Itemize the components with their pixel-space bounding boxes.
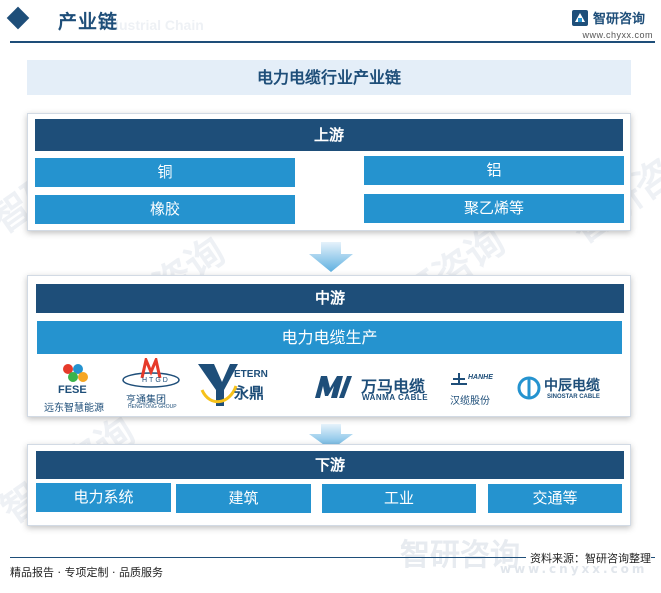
upstream-item: 橡胶: [35, 195, 295, 224]
downstream-item: 工业: [322, 484, 476, 513]
header-diamond-icon: [6, 6, 30, 30]
diagram-title: 电力电缆行业产业链: [27, 60, 631, 95]
upstream-item: 铝: [364, 156, 624, 185]
company-logo-sinostar: 中辰 中辰电缆 SINOSTAR CABLE: [517, 374, 617, 404]
brand-url: www.chyxx.com: [582, 30, 653, 40]
watermark-text: 智研咨询: [400, 538, 520, 573]
hengtong-mark: HTGD: [142, 377, 170, 384]
upstream-item: 铜: [35, 158, 295, 187]
sinostar-name: 中辰电缆: [544, 375, 600, 395]
upstream-item: 聚乙烯等: [364, 194, 624, 223]
downstream-header: 下游: [36, 451, 624, 479]
hengtong-name-en: HENGTONG GROUP: [128, 404, 177, 410]
eterne-name: 永鼎: [234, 384, 265, 402]
page-title: 产业链: [58, 11, 119, 33]
hanhe-name: 汉缆股份: [450, 396, 490, 407]
downstream-section: 下游 电力系统 建筑 工业 交通等: [27, 444, 631, 526]
sinostar-mark-icon: [517, 376, 541, 400]
company-logo-eterne: ETERN 永鼎: [196, 360, 274, 412]
midstream-header: 中游: [36, 284, 624, 313]
wanma-mark-icon: [315, 376, 352, 398]
company-logo-wanma: 万马电缆 WANMA CABLE: [313, 372, 438, 404]
down-arrow-icon: [309, 242, 353, 272]
upstream-header: 上游: [35, 119, 623, 151]
midstream-product: 电力电缆生产: [37, 321, 622, 354]
eterne-mark: ETERN: [234, 369, 268, 380]
hanhe-mark: HANHE: [468, 374, 493, 381]
fese-mark-icon: [63, 364, 88, 382]
downstream-item: 电力系统: [36, 483, 171, 512]
fese-name: 远东智慧能源: [44, 403, 104, 414]
header-ghost-text: Industrial Chain: [98, 17, 204, 33]
eterne-mark-icon: [198, 364, 238, 406]
downstream-item: 交通等: [488, 484, 622, 513]
brand-logo: 智研咨询 www.chyxx.com: [571, 8, 653, 42]
sinostar-name-en: SINOSTAR CABLE: [547, 394, 600, 400]
hanhe-mark-icon: [451, 373, 467, 385]
wanma-name-en: WANMA CABLE: [362, 393, 429, 402]
footer-divider: [10, 557, 655, 558]
source-note: 资料来源：智研咨询整理: [526, 550, 651, 566]
brand-name: 智研咨询: [593, 12, 646, 27]
wanma-name: 万马电缆: [361, 377, 426, 396]
footer-slogan: 精品报告 · 专项定制 · 品质服务: [10, 566, 163, 579]
company-logo-hengtong: HTGD 亨通集团 HENGTONG GROUP: [118, 358, 188, 412]
header-divider: [10, 41, 655, 43]
downstream-item: 建筑: [176, 484, 311, 513]
hengtong-mark-icon: [122, 358, 180, 388]
company-logo-fese: FESE 远东智慧能源: [40, 362, 110, 414]
brand-mark-icon: [572, 10, 588, 26]
company-logo-hanhe: HANHE 汉缆股份: [447, 372, 501, 408]
fese-mark: FESE: [58, 384, 87, 396]
down-arrow-icon: [309, 424, 353, 450]
hengtong-name: 亨通集团: [126, 395, 166, 406]
upstream-section: 上游 铜 铝 橡胶 聚乙烯等: [27, 113, 631, 231]
